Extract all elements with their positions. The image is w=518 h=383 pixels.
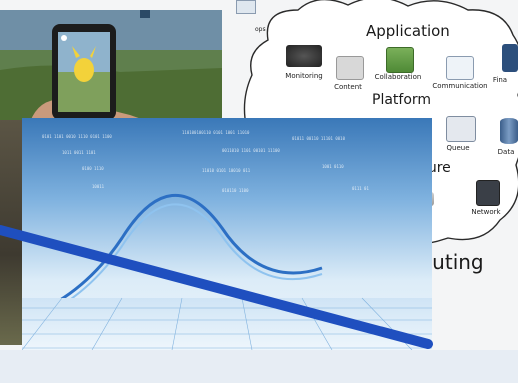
svg-text:01011 00110 11101 0010: 01011 00110 11101 0010 xyxy=(292,136,346,141)
svg-text:0011010 1101 00101 11100: 0011010 1101 00101 11100 xyxy=(222,148,280,153)
tile-label-communication: Communication xyxy=(432,82,488,90)
svg-text:0111 01: 0111 01 xyxy=(352,186,369,191)
phone-photo xyxy=(0,10,222,122)
database-icon xyxy=(500,118,518,144)
network-graphic: 0101 1101 0010 1110 0101 1100 1101001001… xyxy=(22,118,432,350)
tile-label-content: Content xyxy=(334,83,362,91)
network-icon xyxy=(476,180,500,206)
window-icon xyxy=(446,116,476,142)
tile-label-data: Data xyxy=(497,148,515,156)
laptop-icon xyxy=(236,0,256,14)
ops-label-partial: ops xyxy=(255,26,266,33)
calendar-icon xyxy=(386,47,414,73)
tile-label-queue: Queue xyxy=(446,144,470,152)
svg-text:0101 1101 0010 1110 0101 1100: 0101 1101 0010 1110 0101 1100 xyxy=(42,134,112,139)
svg-text:010110 1100: 010110 1100 xyxy=(222,188,249,193)
chat-icon xyxy=(446,56,474,80)
svg-text:1001 0110: 1001 0110 xyxy=(322,164,344,169)
gauge-icon xyxy=(286,45,322,67)
tile-label-monitoring: Monitoring xyxy=(285,72,323,80)
tile-label-collaboration: Collaboration xyxy=(374,73,422,81)
svg-text:110100100110 0101 1001 11010: 110100100110 0101 1001 11010 xyxy=(182,130,250,135)
platform-heading: Platform xyxy=(372,92,432,108)
svg-text:11010 0101 10010 011: 11010 0101 10010 011 xyxy=(202,168,251,173)
svg-text:0100 1110: 0100 1110 xyxy=(82,166,104,171)
svg-text:10011: 10011 xyxy=(92,184,105,189)
bottom-band xyxy=(0,350,518,383)
svg-text:1011 0011 1101: 1011 0011 1101 xyxy=(62,150,96,155)
tile-label-network: Network xyxy=(471,208,501,216)
news-icon xyxy=(336,56,364,80)
application-heading: Application xyxy=(366,22,450,40)
finance-icon xyxy=(502,44,518,72)
tile-label-finance: Fina xyxy=(492,76,508,84)
